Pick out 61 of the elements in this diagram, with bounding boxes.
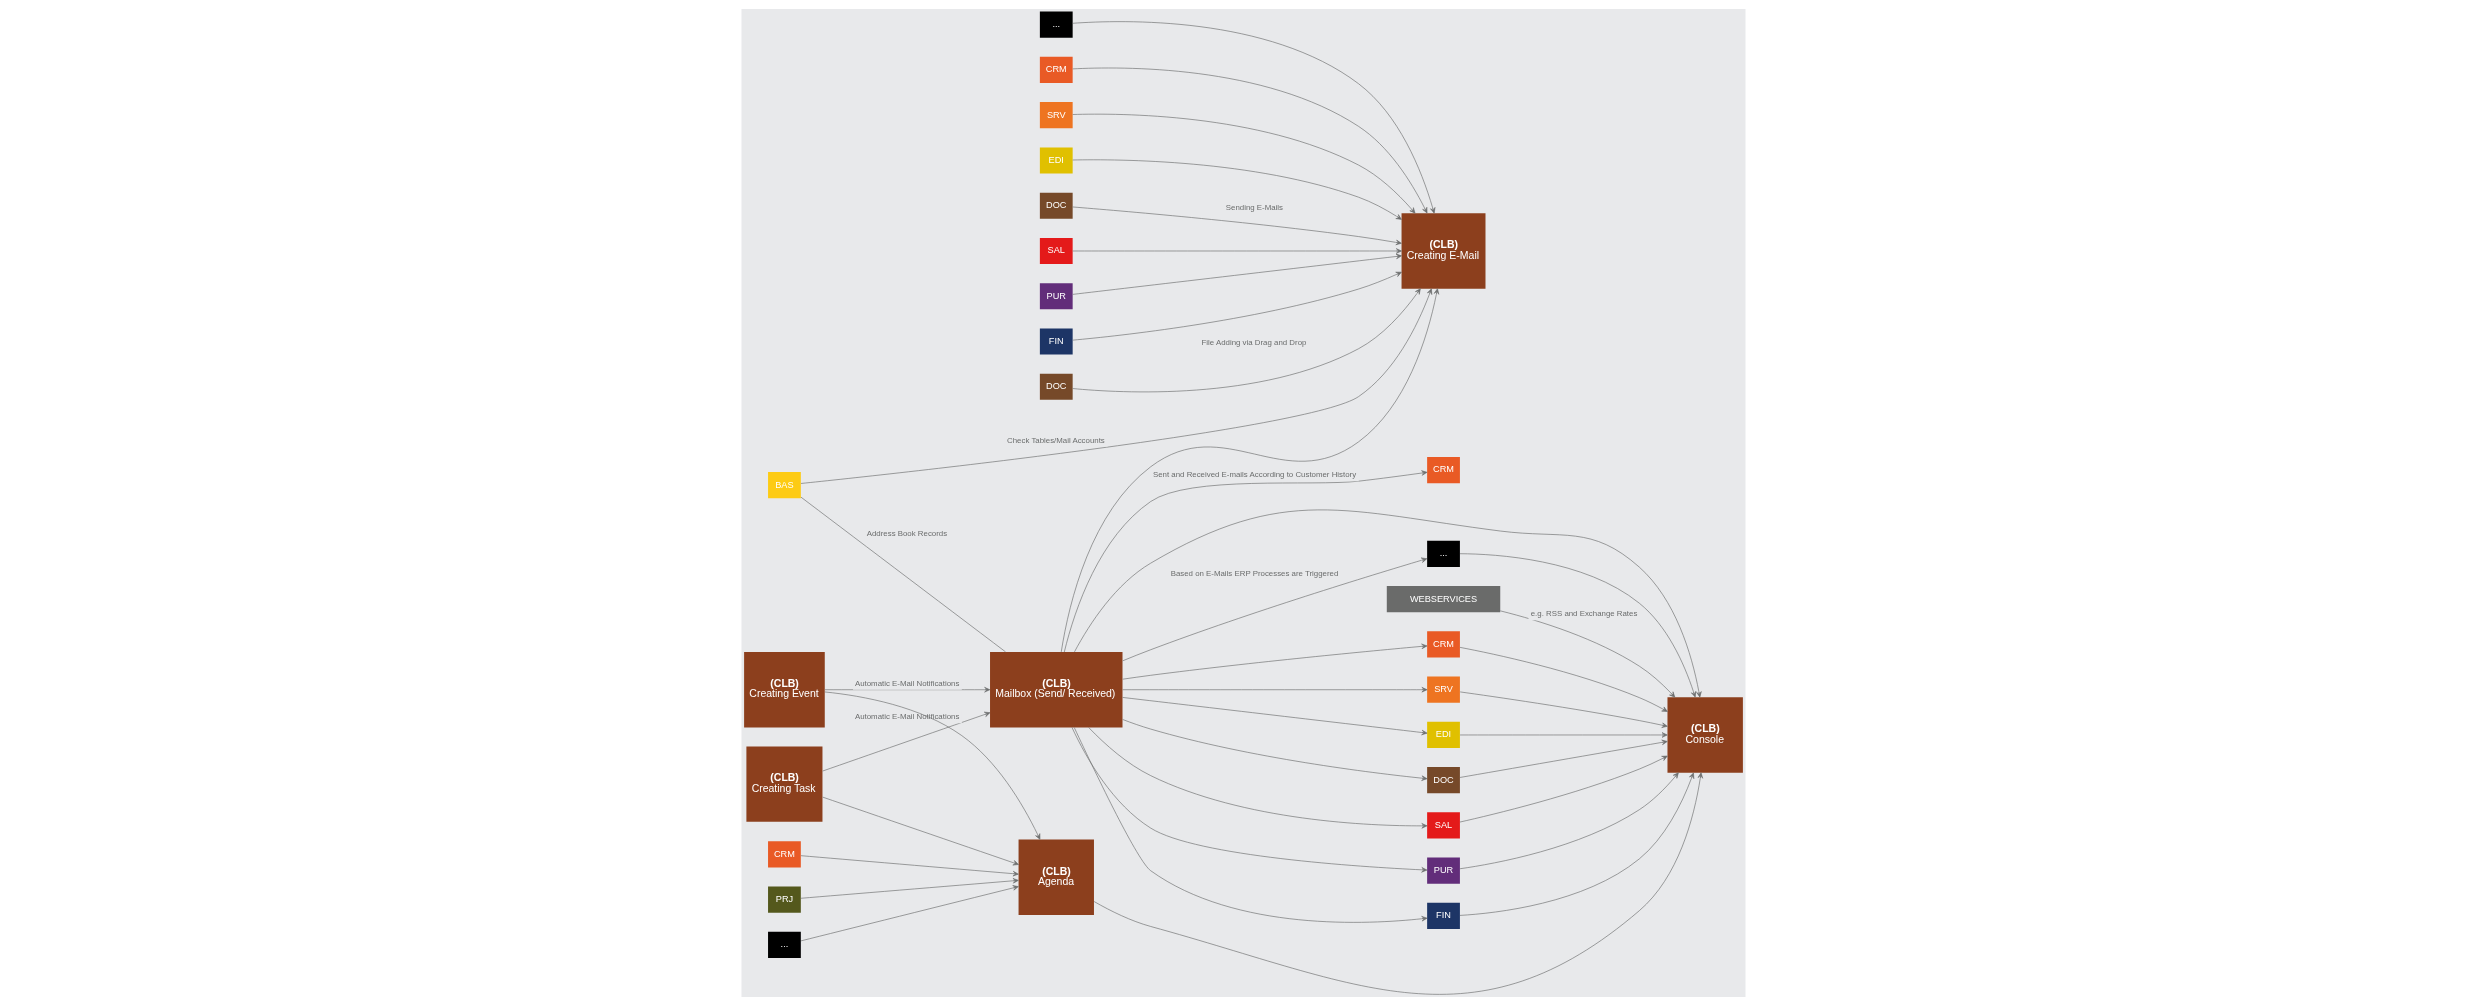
node-box: PUR	[1427, 857, 1460, 884]
arrow	[1122, 718, 1428, 781]
node-box: (CLB) Mailbox (Send/ Received)	[990, 651, 1123, 727]
node-box: (CLB) Creating Event	[744, 651, 825, 727]
node-box: (CLB) Console	[1667, 696, 1743, 773]
arrow	[1071, 726, 1428, 873]
arrow	[1122, 643, 1428, 680]
node-box: CRM	[768, 840, 801, 867]
arrow	[1459, 772, 1695, 916]
arrow	[1073, 726, 1428, 923]
node-box: (CLB) Creating Task	[746, 745, 823, 822]
node-box: DOC	[1039, 192, 1073, 219]
node-box: SAL	[1039, 237, 1073, 264]
node-box: (CLB) Creating E-Mail	[1401, 212, 1486, 289]
node-box: ...	[1039, 11, 1073, 38]
arrow	[1072, 253, 1402, 295]
node-box: ...	[1427, 540, 1460, 567]
node-box: PRJ	[768, 885, 801, 913]
node-box: FIN	[1427, 902, 1460, 929]
node-box: DOC	[1039, 373, 1073, 400]
node-box: SRV	[1427, 676, 1460, 703]
arrow	[1459, 731, 1668, 738]
arrow	[800, 854, 1019, 876]
node-box: EDI	[1039, 146, 1073, 174]
node-box: EDI	[1427, 721, 1460, 748]
arrow	[822, 796, 1019, 865]
node-box: CRM	[1427, 630, 1460, 658]
node-box: CRM	[1427, 456, 1460, 483]
arrow	[1088, 726, 1428, 829]
arrow	[1072, 159, 1402, 220]
arrow	[1459, 646, 1668, 712]
arrow	[1060, 287, 1440, 652]
arrow	[1459, 691, 1668, 728]
node-box: FIN	[1039, 327, 1073, 355]
arrow	[1459, 755, 1668, 822]
node-box: SRV	[1039, 101, 1073, 128]
node-box: SAL	[1427, 811, 1460, 839]
arrow	[1072, 206, 1402, 245]
node-box: ...	[768, 931, 801, 958]
arrow	[1122, 696, 1428, 735]
arrow	[1093, 771, 1703, 995]
arrow	[1459, 552, 1697, 697]
arrow	[800, 884, 1019, 941]
node-box: PUR	[1039, 282, 1073, 309]
node-box: DOC	[1427, 766, 1460, 793]
arrow	[1072, 287, 1421, 392]
arrow	[1122, 686, 1428, 692]
node-box: CRM	[1039, 56, 1073, 83]
arrow	[1122, 557, 1428, 661]
connector	[800, 496, 1006, 652]
arrow	[1500, 610, 1676, 698]
arrow	[1459, 771, 1679, 869]
node-box: BAS	[768, 471, 801, 498]
arrow	[1072, 271, 1402, 340]
node-box: WEBSERVICES	[1386, 585, 1501, 612]
node-box: (CLB) Agenda	[1018, 839, 1094, 915]
arrow	[1459, 739, 1668, 778]
arrow	[1074, 509, 1702, 697]
arrow	[824, 691, 1041, 840]
arrow	[800, 877, 1019, 899]
arrow	[1072, 247, 1402, 254]
